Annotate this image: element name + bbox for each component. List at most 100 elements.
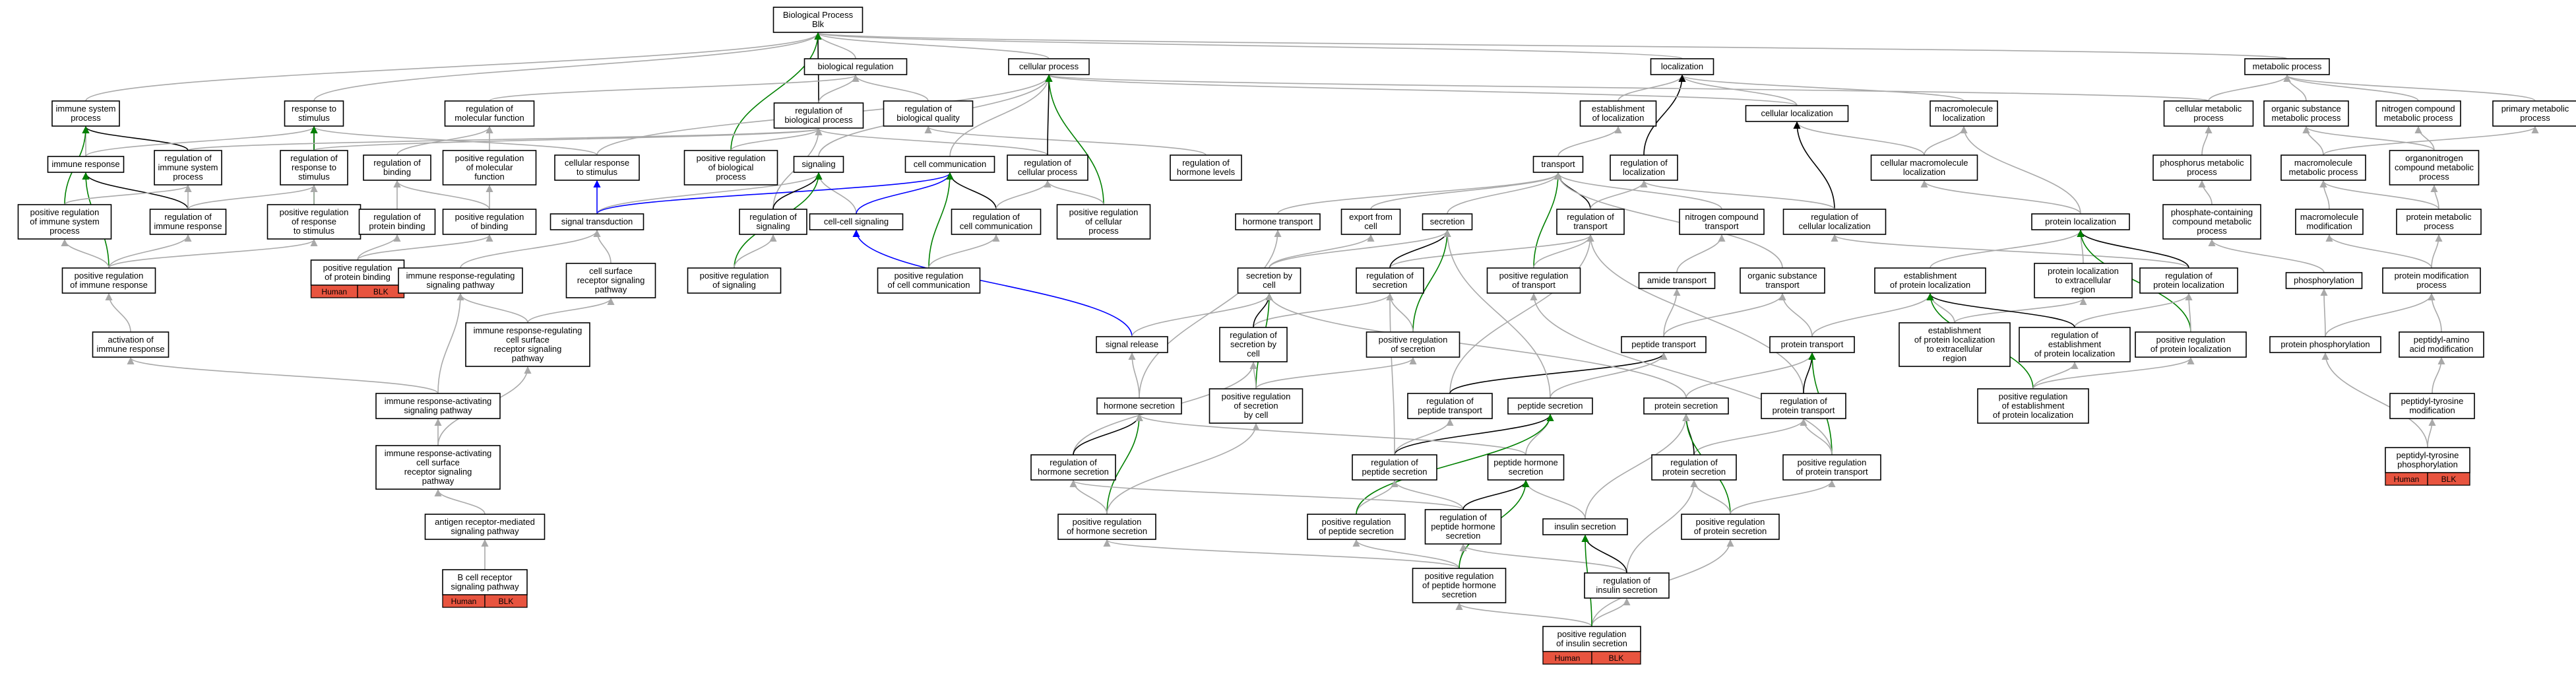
go-term-node-protsec[interactable]: protein secretion xyxy=(1643,397,1729,415)
go-term-node-insulinsec[interactable]: insulin secretion xyxy=(1542,518,1628,535)
go-term-node-loc[interactable]: localization xyxy=(1650,58,1714,75)
go-term-node-sigrelease[interactable]: signal release xyxy=(1096,336,1168,353)
go-term-node-amidetrans[interactable]: amide transport xyxy=(1638,272,1716,289)
go-term-node-immresp[interactable]: immune response xyxy=(47,156,125,173)
go-term-node-cellcomm[interactable]: cell communication xyxy=(904,156,995,173)
go-term-node-protloc[interactable]: protein localization xyxy=(2031,213,2130,230)
go-term-node-cellproc[interactable]: cellular process xyxy=(1008,58,1090,75)
go-term-node-secretion[interactable]: secretion xyxy=(1422,213,1473,230)
go-term-node-metab[interactable]: metabolic process xyxy=(2244,58,2330,75)
go-term-node-phosphorylation[interactable]: phosphorylation xyxy=(2285,272,2363,289)
go-term-node-cellcellsig[interactable]: cell-cell signaling xyxy=(809,213,904,230)
go-term-node-peptrans[interactable]: peptide transport xyxy=(1621,336,1707,353)
go-term-node-peptsec[interactable]: peptide secretion xyxy=(1507,397,1593,415)
go-term-node-prottrans[interactable]: protein transport xyxy=(1769,336,1855,353)
go-term-node-protphos[interactable]: protein phosphorylation xyxy=(2269,336,2381,353)
go-term-node-bioreg[interactable]: biological regulation xyxy=(803,58,908,75)
go-term-node-transport[interactable]: transport xyxy=(1532,156,1584,173)
go-term-node-sigtrans[interactable]: signal transduction xyxy=(550,213,644,230)
go-term-node-cellloc[interactable]: cellular localization xyxy=(1745,105,1849,122)
go-term-node-signaling[interactable]: signaling xyxy=(793,156,844,173)
